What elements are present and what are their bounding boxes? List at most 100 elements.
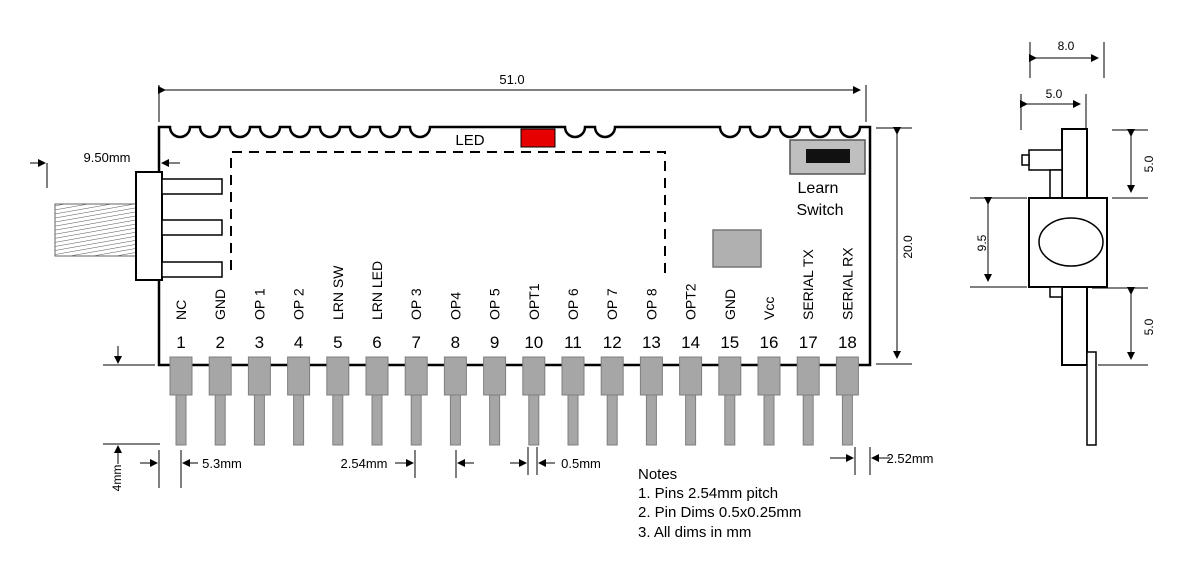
pin-name: OPT1: [526, 283, 542, 320]
pin-leg: [332, 394, 344, 446]
pin-leg: [253, 394, 265, 446]
pin-length-label: 4mm: [110, 465, 124, 492]
pin-name: OP 5: [487, 288, 503, 320]
side-mid-label: 9.5: [975, 234, 989, 251]
pin-header: [522, 356, 546, 396]
pin-leg: [802, 394, 814, 446]
note-item: 3. All dims in mm: [638, 524, 751, 541]
pin-width-dimension: 0.5mm: [510, 447, 601, 475]
pin-name: SERIAL RX: [839, 247, 855, 320]
note-item: 2. Pin Dims 0.5x0.25mm: [638, 504, 801, 521]
pin-number: 17: [799, 333, 818, 352]
pin-number: 2: [215, 333, 224, 352]
side-bottom-dimension: 5.0: [1092, 287, 1156, 366]
antenna-offset-label: 9.50mm: [84, 150, 131, 165]
side-profile: [1021, 128, 1108, 446]
pin-leg: [685, 394, 697, 446]
last-pin-dimension: 2.52mm: [830, 447, 933, 475]
pin-header: [287, 356, 311, 396]
length-dimension: 51.0: [158, 72, 867, 122]
height-label: 20.0: [901, 235, 915, 259]
pin-number: 11: [564, 333, 582, 352]
pin-name: GND: [722, 289, 738, 320]
pin-header: [326, 356, 350, 396]
side-width-dimension: 8.0: [1029, 39, 1105, 78]
side-mid-dimension: 9.5: [970, 197, 1027, 288]
component-square: [712, 229, 762, 268]
pin-name: LRN SW: [330, 265, 346, 320]
pin-leg: [214, 394, 226, 446]
pin-header: [247, 356, 271, 396]
pin-number: 6: [372, 333, 381, 352]
pin-header: [169, 356, 193, 396]
height-dimension: 20.0: [876, 127, 915, 365]
pin-header: [404, 356, 428, 396]
pin-name: OP 2: [291, 288, 307, 320]
pin-leg: [293, 394, 305, 446]
led-indicator: [520, 128, 556, 148]
pin-number: 4: [294, 333, 303, 352]
learn-switch-label-1: Learn: [798, 180, 839, 197]
notes-title: Notes: [638, 466, 677, 483]
side-width-label: 8.0: [1058, 39, 1075, 53]
dashed-region: [230, 151, 666, 275]
length-label: 51.0: [499, 72, 524, 87]
pin-leg: [489, 394, 501, 446]
pin-header: [208, 356, 232, 396]
pin-leg: [763, 394, 775, 446]
pin-number: 16: [760, 333, 779, 352]
pin-name: OP 1: [251, 288, 267, 320]
pin-name: Vcc: [761, 297, 777, 320]
pin-number: 3: [255, 333, 264, 352]
pin-header: [639, 356, 663, 396]
pin-header: [796, 356, 820, 396]
notes: Notes 1. Pins 2.54mm pitch 2. Pin Dims 0…: [638, 466, 801, 541]
pin-number: 9: [490, 333, 499, 352]
pin-header: [718, 356, 742, 396]
pin-leg: [606, 394, 618, 446]
pin-number: 8: [451, 333, 460, 352]
pitch-label: 2.54mm: [341, 456, 388, 471]
pin-number: 13: [642, 333, 661, 352]
pin-name: OP4: [447, 292, 463, 320]
pin-name: OPT2: [683, 283, 699, 320]
pitch-dimension: 2.54mm: [341, 450, 474, 478]
pin-header: [365, 356, 389, 396]
pin-leg: [528, 394, 540, 446]
pin-number: 18: [838, 333, 857, 352]
pin-name: OP 7: [604, 288, 620, 320]
first-pin-dimension: 5.3mm: [140, 450, 242, 488]
pin-name: OP 6: [565, 288, 581, 320]
pin-leg: [567, 394, 579, 446]
pin-number: 12: [603, 333, 622, 352]
antenna-connector: [54, 171, 223, 281]
pin-header: [443, 356, 467, 396]
pin-name: OP 3: [408, 288, 424, 320]
note-item: 1. Pins 2.54mm pitch: [638, 485, 778, 502]
antenna-offset-dimension: 9.50mm: [30, 150, 180, 188]
pin-number: 14: [681, 333, 700, 352]
pin-header: [679, 356, 703, 396]
pin-leg: [645, 394, 657, 446]
pin-header: [561, 356, 585, 396]
pin-leg: [841, 394, 853, 446]
learn-switch-label-2: Switch: [796, 202, 843, 219]
module-body: [157, 125, 872, 367]
pin-width-label: 0.5mm: [561, 456, 601, 471]
pin-number: 7: [411, 333, 420, 352]
side-inner-dimension: 5.0: [1020, 87, 1087, 130]
pin-name: LRN LED: [369, 261, 385, 320]
led-label: LED: [455, 132, 484, 149]
pin-header: [757, 356, 781, 396]
side-inner-label: 5.0: [1046, 87, 1063, 101]
first-pin-label: 5.3mm: [202, 456, 242, 471]
side-bottom-label: 5.0: [1142, 318, 1156, 335]
learn-switch: [789, 139, 866, 175]
pin-name: GND: [212, 289, 228, 320]
pin-leg: [449, 394, 461, 446]
pin-number: 5: [333, 333, 342, 352]
pin-name: SERIAL TX: [800, 249, 816, 320]
pin-name: OP 8: [643, 288, 659, 320]
